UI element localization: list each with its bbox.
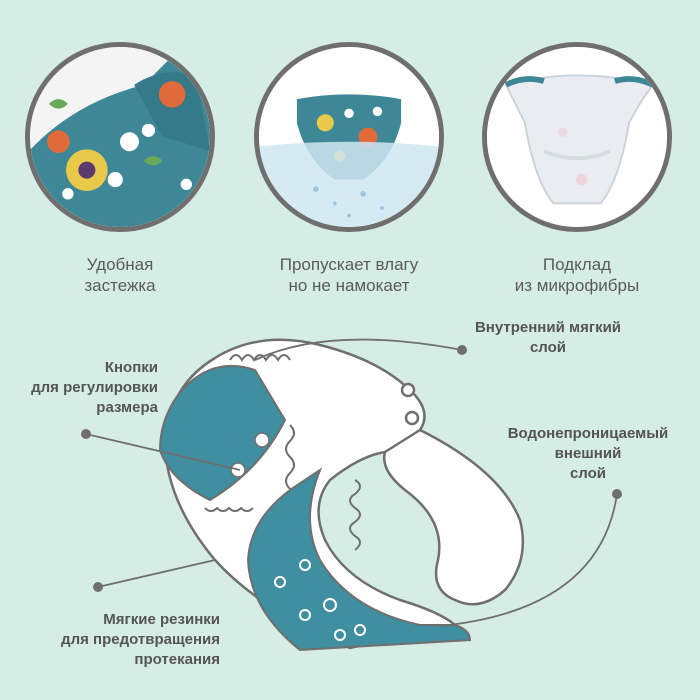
snap-button bbox=[299, 559, 311, 571]
snap-button bbox=[334, 629, 346, 641]
feature-caption: Удобная застежка bbox=[20, 254, 220, 296]
snap-closure-image bbox=[30, 47, 210, 227]
snap-button bbox=[404, 410, 420, 426]
feature-water-resistant: Пропускает влагу но не намокает bbox=[249, 42, 449, 296]
leader-buttons bbox=[85, 433, 241, 471]
water-diaper-image bbox=[259, 47, 439, 227]
callout-line: протекания bbox=[134, 651, 220, 668]
callout-line: внешний bbox=[554, 445, 622, 462]
snap-closure-photo bbox=[25, 42, 215, 232]
feature-microfiber-lining: Подклад из микрофибры bbox=[477, 42, 677, 296]
leader-dot bbox=[93, 582, 103, 592]
leader-outer bbox=[439, 493, 618, 627]
snap-button bbox=[254, 432, 270, 448]
callout-line: для регулировки bbox=[31, 379, 158, 396]
callout-line: слой bbox=[569, 465, 607, 482]
caption-line: из микрофибры bbox=[514, 276, 640, 295]
caption-line: Подклад bbox=[542, 255, 612, 274]
callout-line: размера bbox=[96, 399, 158, 416]
callout-size-buttons: Кнопки для регулировки размера bbox=[8, 358, 158, 418]
callout-inner-layer: Внутренний мягкий слой bbox=[448, 318, 648, 358]
diaper-tongue bbox=[382, 428, 525, 606]
callout-line: Водонепроницаемый bbox=[507, 425, 669, 442]
microfiber-lining-image bbox=[487, 47, 667, 227]
caption-line: застежка bbox=[84, 276, 156, 295]
leader-dot bbox=[457, 345, 467, 355]
elastic-line bbox=[349, 479, 361, 551]
leader-dot bbox=[612, 489, 622, 499]
snap-button bbox=[400, 382, 416, 398]
feature-snap-closure: Удобная застежка bbox=[20, 42, 220, 296]
caption-line: Пропускает влагу bbox=[279, 255, 419, 274]
callout-outer-layer: Водонепроницаемый внешний слой bbox=[488, 424, 688, 484]
feature-caption: Подклад из микрофибры bbox=[477, 254, 677, 296]
snap-button bbox=[274, 576, 286, 588]
callout-elastic: Мягкие резинки для предотвращения протек… bbox=[10, 610, 220, 670]
outer-layer-right bbox=[246, 467, 472, 652]
microfiber-lining-photo bbox=[482, 42, 672, 232]
caption-line: Удобная bbox=[86, 255, 154, 274]
callout-line: Мягкие резинки bbox=[103, 611, 220, 628]
callout-line: слой bbox=[529, 339, 567, 356]
snap-button bbox=[299, 609, 311, 621]
elastic-line bbox=[285, 424, 295, 490]
caption-line: но не намокает bbox=[288, 276, 410, 295]
outer-layer-left bbox=[158, 364, 287, 502]
leader-inner bbox=[254, 338, 463, 361]
callout-line: Кнопки bbox=[104, 359, 158, 376]
leader-dot bbox=[81, 429, 91, 439]
leader-elastic bbox=[97, 559, 216, 588]
callout-line: Внутренний мягкий bbox=[474, 319, 622, 336]
callout-line: для предотвращения bbox=[61, 631, 220, 648]
feature-caption: Пропускает влагу но не намокает bbox=[249, 254, 449, 296]
snap-button bbox=[354, 624, 366, 636]
water-diaper-photo bbox=[254, 42, 444, 232]
elastic-line bbox=[204, 506, 254, 512]
snap-button bbox=[323, 598, 337, 612]
